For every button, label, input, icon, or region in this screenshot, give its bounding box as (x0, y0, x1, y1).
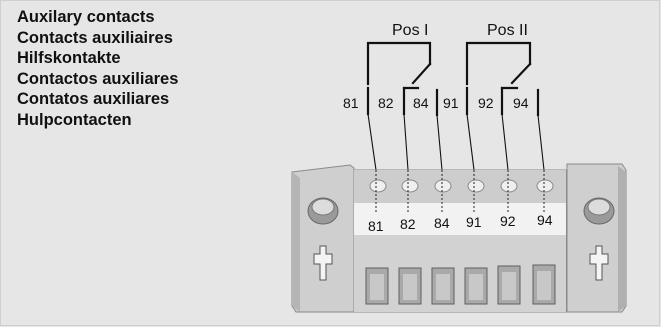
wiring-terminal-91: 91 (443, 95, 459, 111)
wiring-terminal-81: 81 (343, 95, 359, 111)
right-flange-shade (618, 166, 626, 312)
block-terminal-81: 81 (368, 218, 384, 234)
screw-holes (369, 179, 554, 193)
wiring-terminal-84: 84 (413, 95, 429, 111)
common-bracket-pos-i (366, 41, 432, 86)
right-mounting-flange (566, 163, 627, 313)
socket-row (354, 235, 566, 312)
socket-openings (365, 264, 556, 305)
contact-82-blade (411, 62, 432, 85)
language-label-list: Auxilary contacts Contacts auxiliaires H… (17, 7, 178, 130)
left-mounting-flange (291, 164, 355, 313)
right-latch-icon (589, 245, 609, 281)
leader-lines (367, 113, 545, 171)
label-french: Contacts auxiliaires (17, 28, 173, 47)
left-flange-shade (292, 172, 300, 312)
contact-92-blade (510, 62, 532, 85)
terminal-block: 81 82 84 91 92 94 (291, 163, 627, 313)
screw-row (354, 170, 566, 203)
block-terminal-94: 94 (537, 212, 553, 228)
schematic-pos-i (366, 41, 439, 117)
wiring-terminal-92: 92 (478, 95, 494, 111)
schematic-pos-ii (465, 41, 540, 117)
group-label-pos-ii: Pos II (487, 22, 528, 39)
label-dutch: Hulpcontacten (17, 110, 132, 129)
block-terminal-92: 92 (500, 213, 516, 229)
block-terminal-84: 84 (434, 215, 450, 231)
label-portuguese: Contatos auxiliares (17, 90, 170, 108)
block-terminal-91: 91 (466, 214, 482, 230)
group-label-pos-i: Pos I (392, 22, 428, 39)
label-german: Hilfskontakte (17, 49, 121, 67)
common-bracket-pos-ii (465, 41, 532, 86)
block-dashed-leaders (375, 170, 545, 212)
label-spanish: Contactos auxiliares (17, 69, 179, 88)
wiring-terminal-94: 94 (513, 95, 529, 111)
wiring-terminal-82: 82 (378, 95, 394, 111)
label-english: Auxilary contacts (17, 8, 155, 26)
block-terminal-82: 82 (400, 216, 416, 232)
left-latch-icon (313, 245, 333, 281)
label-strip (354, 203, 566, 235)
